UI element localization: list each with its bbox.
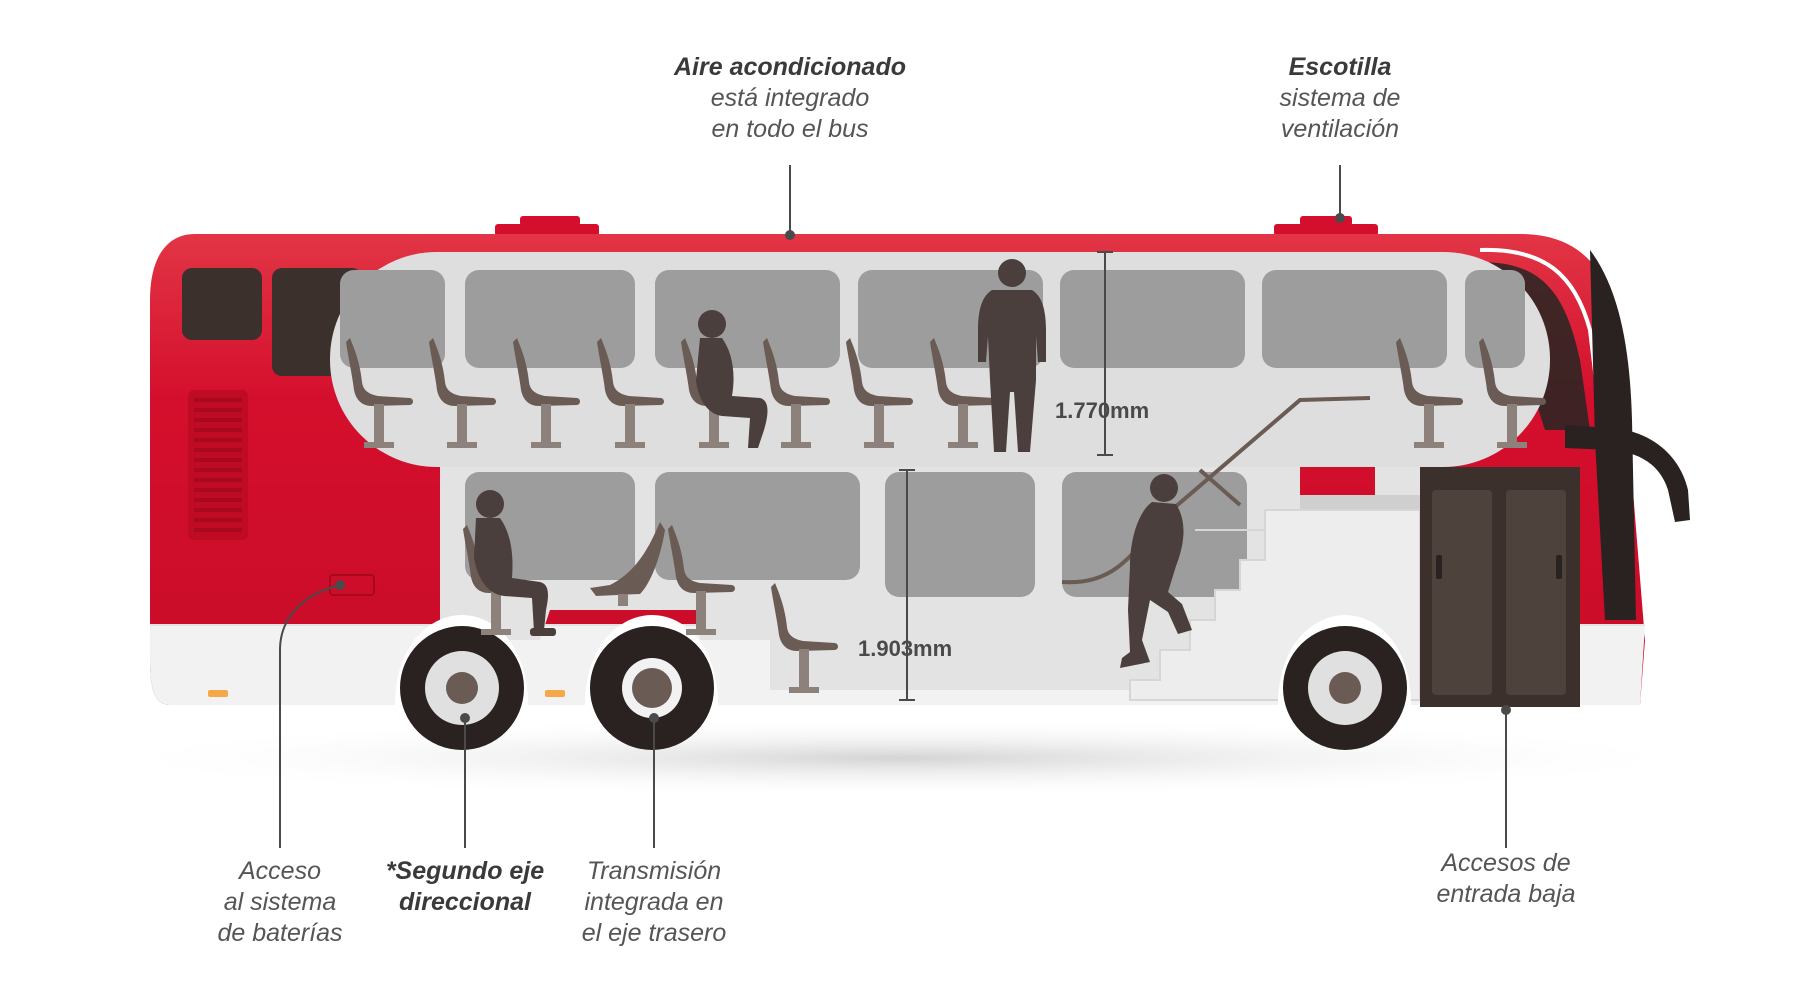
- wheel-icon: [395, 615, 528, 750]
- battery-callout: Acceso al sistema de baterías: [217, 856, 342, 949]
- person-seated-icon: [696, 310, 768, 448]
- low-entry-callout-line2: entrada baja: [1436, 880, 1576, 908]
- aircon-callout-line1: está integrado: [710, 84, 870, 112]
- front-door: [1420, 467, 1580, 707]
- hatch-callout-line2: ventilación: [1280, 115, 1400, 143]
- hatch-callout-line1: sistema de: [1279, 84, 1401, 112]
- hatch-callout-title: Escotilla: [1288, 53, 1392, 81]
- second-axle-callout-line1: *Segundo eje: [385, 857, 545, 885]
- aircon-callout-line2: en todo el bus: [711, 115, 869, 143]
- aircon-callout-title: Aire acondicionado: [674, 53, 906, 81]
- battery-callout-line2: al sistema: [223, 888, 337, 916]
- second-axle-callout-line2: direccional: [399, 888, 531, 916]
- low-entry-callout-line1: Accesos de: [1441, 849, 1571, 877]
- wheel-icon: [585, 615, 718, 750]
- transmission-callout-line1: Transmisión: [586, 857, 722, 885]
- lower-deck-height-dimension: [899, 469, 915, 701]
- battery-callout-line3: de baterías: [217, 919, 343, 947]
- callout-leader-lines: [279, 165, 1511, 848]
- lower-deck-seats: [463, 522, 838, 693]
- wheel-icon: [1278, 615, 1411, 750]
- low-entry-callout: Accesos de entrada baja: [1436, 848, 1575, 910]
- hatch-callout: Escotilla sistema de ventilación: [1280, 52, 1401, 145]
- lower-deck-height-label: 1.903mm: [858, 636, 953, 661]
- person-standing-icon: [978, 259, 1046, 452]
- transmission-callout-line3: el eje trasero: [581, 919, 727, 947]
- second-axle-callout: *Segundo eje direccional: [386, 856, 544, 918]
- person-climbing-stairs-icon: [1120, 474, 1192, 668]
- aircon-roof-unit: [495, 216, 599, 236]
- hatch-roof-unit: [1274, 216, 1378, 236]
- transmission-callout: Transmisión integrada en el eje trasero: [582, 856, 727, 949]
- upper-deck-height-label: 1.770mm: [1055, 398, 1150, 423]
- ground-shadow: [80, 718, 1720, 798]
- aircon-callout: Aire acondicionado está integrado en tod…: [674, 52, 906, 145]
- upper-deck-height-dimension: [1097, 251, 1113, 456]
- person-seated-icon: [474, 490, 556, 636]
- transmission-callout-line2: integrada en: [584, 888, 724, 916]
- battery-hatch: [329, 574, 375, 596]
- battery-callout-line1: Acceso: [239, 857, 321, 885]
- vent-grille: [188, 390, 248, 540]
